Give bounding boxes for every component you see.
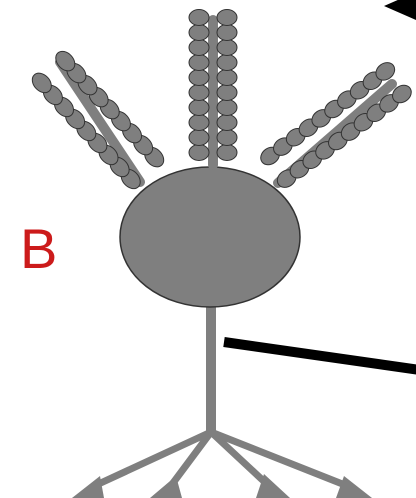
projection-bead [189,85,209,101]
projection-bead [189,115,209,131]
projection-bead [189,55,209,71]
projection-bead [217,100,237,116]
projection-bead [189,130,209,146]
projection-bead [217,145,237,161]
tail-fiber-tip [336,476,372,498]
pointer-arrowhead-top [384,0,416,20]
projection-bead [217,130,237,146]
projection-bead [189,40,209,56]
head-capsid [120,167,300,307]
tail-fiber-tip [72,476,104,498]
projection-bead [217,25,237,41]
tail-fiber [211,432,350,487]
pointer-line [224,342,416,370]
projection-bead [217,10,237,26]
projection-bead [189,10,209,26]
projection-bead [217,115,237,131]
panel-label: B [20,217,57,280]
projection-bead [217,40,237,56]
tail [206,300,216,434]
tail-fibers [92,432,350,487]
projection-bead [189,25,209,41]
projection-bead [189,70,209,86]
projection-bead [217,70,237,86]
projection-bead [189,145,209,161]
projection-bead [217,85,237,101]
projection-bead [217,55,237,71]
projection-bead [189,100,209,116]
